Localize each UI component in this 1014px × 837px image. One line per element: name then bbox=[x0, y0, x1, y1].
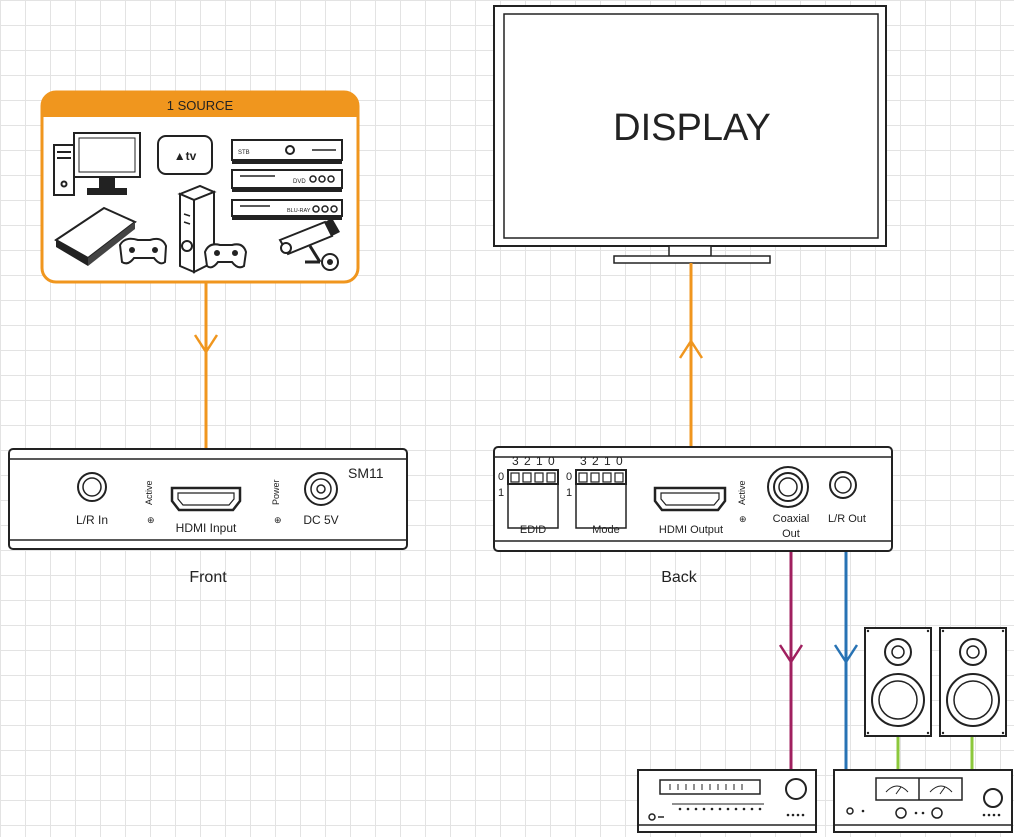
speaker-wires bbox=[896, 736, 974, 770]
display-screen bbox=[503, 13, 879, 239]
security-camera-icon bbox=[278, 218, 340, 271]
mode-dip-switch[interactable] bbox=[575, 469, 627, 529]
dc-label: DC 5V bbox=[303, 513, 338, 527]
front-panel: L/R In Active ⊕ HDMI Input Power ⊕ DC 5V… bbox=[8, 448, 408, 550]
lr-out-jack-icon bbox=[829, 471, 857, 499]
left-speaker-icon bbox=[864, 627, 932, 737]
back-panel: 3 2 1 0 0 1 EDID 3 2 1 0 0 1 Mode bbox=[493, 446, 893, 552]
mode-zero-label: 0 bbox=[566, 471, 572, 483]
coaxial-out-label-line2: Out bbox=[782, 528, 800, 540]
led-icon: ⊕ bbox=[274, 515, 282, 525]
hdmi-input-label: HDMI Input bbox=[176, 521, 237, 535]
mode-one-label: 1 bbox=[566, 487, 572, 499]
display-neck bbox=[668, 245, 712, 257]
hdmi-input-port-icon bbox=[170, 486, 242, 512]
lr-in-jack-icon bbox=[77, 472, 107, 502]
source-title: 1 SOURCE bbox=[167, 98, 234, 113]
source-header bbox=[42, 92, 358, 117]
av-receiver-icon bbox=[637, 769, 817, 833]
back-active-label: Active bbox=[737, 480, 747, 505]
svg-text:▲tv: ▲tv bbox=[174, 149, 197, 163]
playstation-console-icon bbox=[54, 206, 168, 266]
dvd-label: DVD bbox=[293, 179, 306, 185]
stb-label: STB bbox=[238, 150, 250, 156]
front-active-label: Active bbox=[144, 480, 154, 505]
bluray-label: BLU-RAY bbox=[287, 208, 311, 214]
hdmi-output-port-icon bbox=[653, 486, 727, 512]
hdmi-output-label: HDMI Output bbox=[659, 524, 723, 536]
dvd-player-icon: DVD bbox=[231, 169, 343, 192]
mode-bits-label: 3 2 1 0 bbox=[580, 454, 624, 468]
lr-out-label: L/R Out bbox=[828, 513, 866, 525]
front-caption: Front bbox=[189, 569, 227, 586]
edid-label: EDID bbox=[520, 524, 546, 536]
dc-power-jack-icon bbox=[304, 472, 338, 506]
apple-tv-icon: ▲tv bbox=[157, 135, 213, 175]
coaxial-out-jack-icon bbox=[767, 466, 809, 508]
coaxial-out-label-line1: Coaxial bbox=[773, 513, 810, 525]
mode-label: Mode bbox=[592, 524, 620, 536]
edid-zero-label: 0 bbox=[498, 471, 504, 483]
display-group: DISPLAY bbox=[493, 5, 887, 264]
stereo-amplifier-icon bbox=[833, 769, 1013, 833]
coaxial-cable bbox=[778, 530, 804, 770]
hdmi-output-cable bbox=[678, 263, 704, 478]
stb-icon: STB bbox=[231, 139, 343, 164]
pc-icon bbox=[53, 132, 141, 196]
display-stand bbox=[613, 255, 771, 264]
led-icon: ⊕ bbox=[147, 515, 155, 525]
edid-bits-label: 3 2 1 0 bbox=[512, 454, 556, 468]
lr-in-label: L/R In bbox=[76, 513, 108, 527]
led-icon: ⊕ bbox=[739, 514, 747, 524]
hdmi-input-cable bbox=[193, 282, 219, 478]
arrow-down-icon bbox=[778, 644, 804, 665]
edid-dip-switch[interactable] bbox=[507, 469, 559, 529]
model-label: SM11 bbox=[348, 465, 384, 481]
edid-one-label: 1 bbox=[498, 487, 504, 499]
analog-audio-cable bbox=[833, 530, 859, 770]
front-power-label: Power bbox=[271, 479, 281, 505]
arrow-down-icon bbox=[833, 644, 859, 665]
arrow-down-icon bbox=[193, 334, 219, 355]
display-label: DISPLAY bbox=[613, 107, 771, 149]
arrow-up-icon bbox=[678, 338, 704, 359]
source-group: 1 SOURCE ▲tv STB bbox=[40, 90, 360, 284]
xbox-console-icon bbox=[177, 184, 248, 274]
bluray-player-icon: BLU-RAY bbox=[231, 199, 343, 220]
back-caption: Back bbox=[661, 569, 698, 586]
right-speaker-icon bbox=[939, 627, 1007, 737]
